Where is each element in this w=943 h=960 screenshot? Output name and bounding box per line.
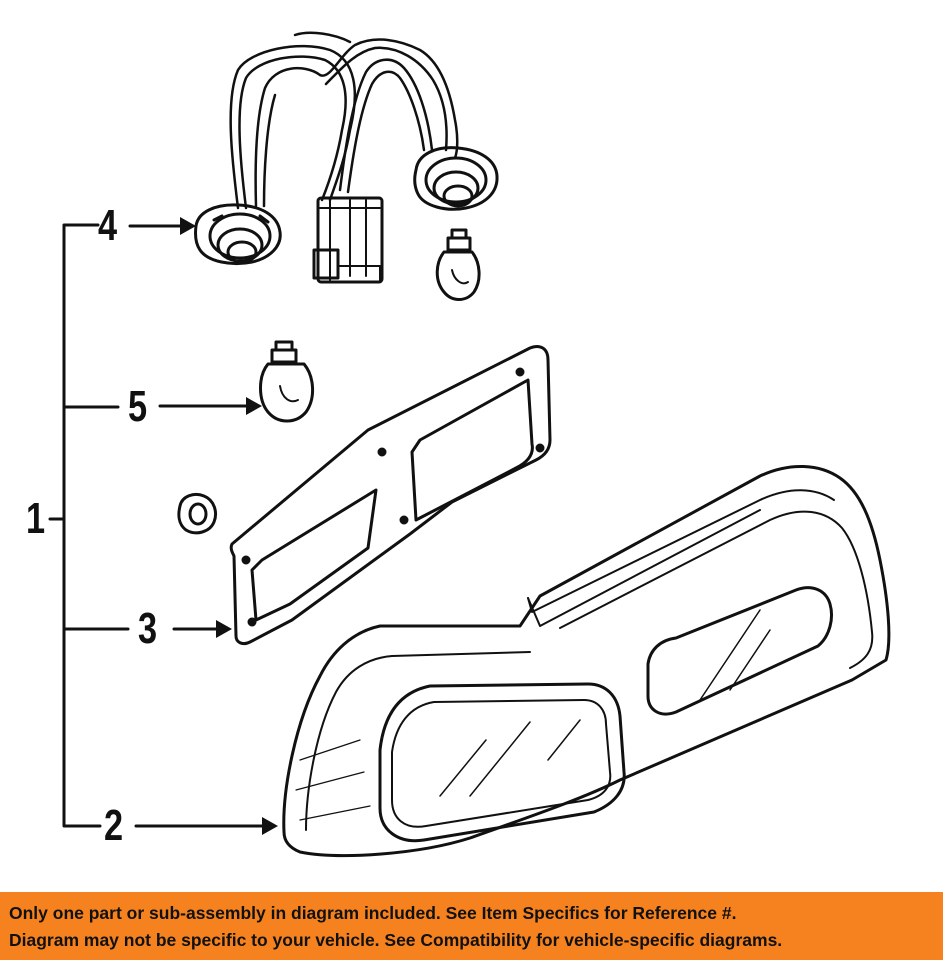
- notice-line-2: Diagram may not be specific to your vehi…: [9, 930, 783, 950]
- parts-diagram: [48, 31, 891, 858]
- wiring-harness: [229, 31, 459, 210]
- callout-4: 4: [98, 201, 118, 250]
- callout-leader-lines: [48, 223, 264, 828]
- bulb-upper: [435, 228, 481, 301]
- bulb-part-5: [259, 340, 314, 423]
- bulb-socket-left: [194, 203, 282, 265]
- bulb-socket-right: [413, 146, 499, 211]
- harness-connector: [312, 196, 384, 284]
- tail-lamp-assembly-part-2: [282, 465, 891, 858]
- callout-5: 5: [128, 382, 148, 431]
- callout-arrowheads: [180, 217, 278, 835]
- callout-2: 2: [104, 801, 124, 850]
- callout-3: 3: [138, 604, 158, 653]
- callout-1: 1: [26, 494, 46, 543]
- grommet: [177, 492, 218, 535]
- notice-banner: Only one part or sub-assembly in diagram…: [0, 892, 943, 960]
- gasket-part-3: [229, 345, 552, 646]
- notice-line-1: Only one part or sub-assembly in diagram…: [9, 903, 737, 923]
